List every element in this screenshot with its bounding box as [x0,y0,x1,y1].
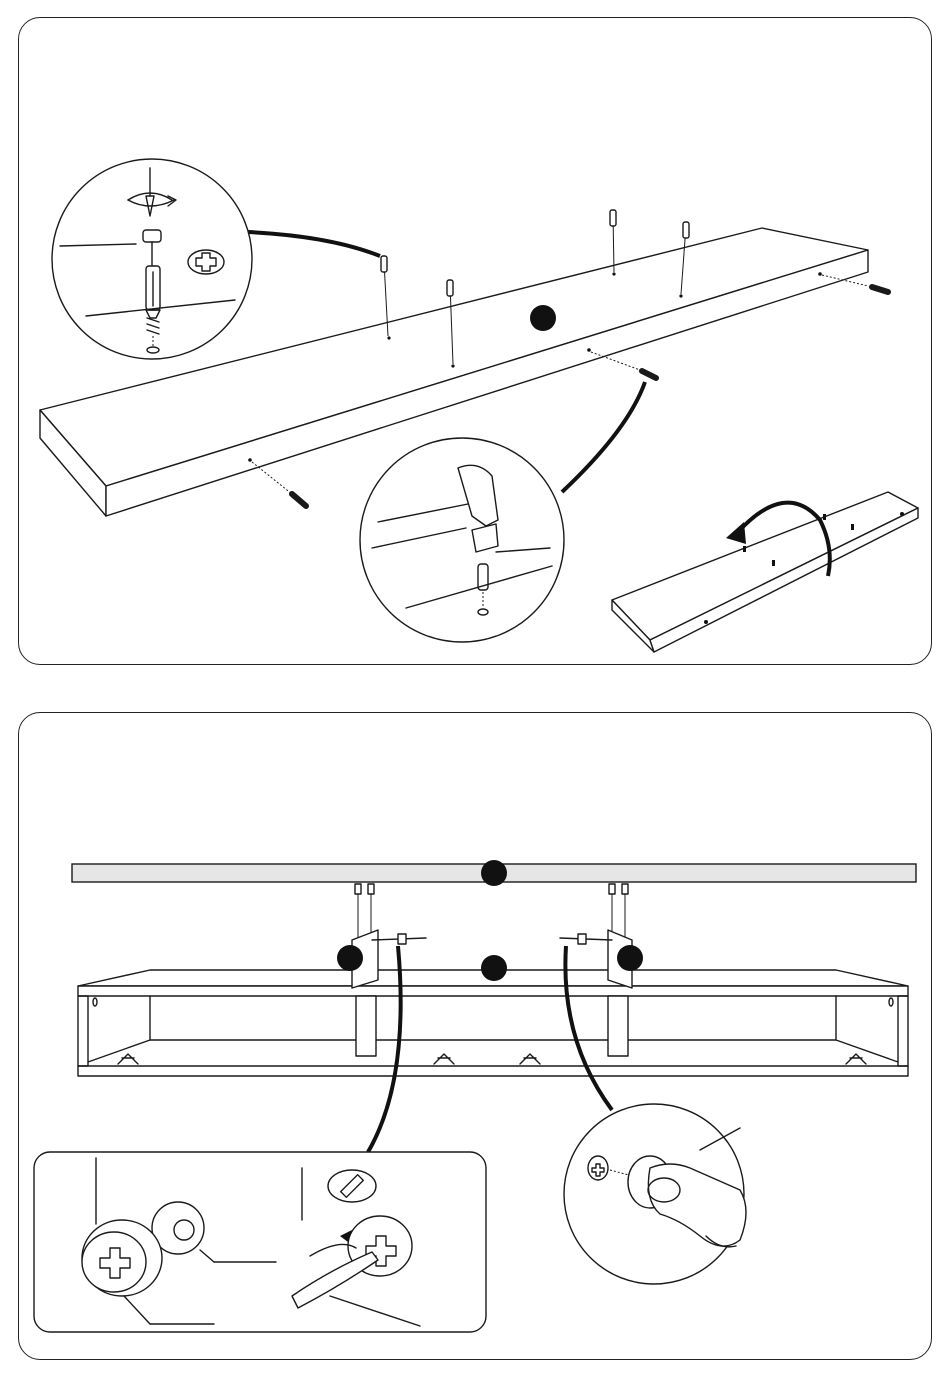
step-panel-2 [18,712,932,1360]
callout-marker [530,305,556,331]
flip-board-illustration [612,492,918,652]
